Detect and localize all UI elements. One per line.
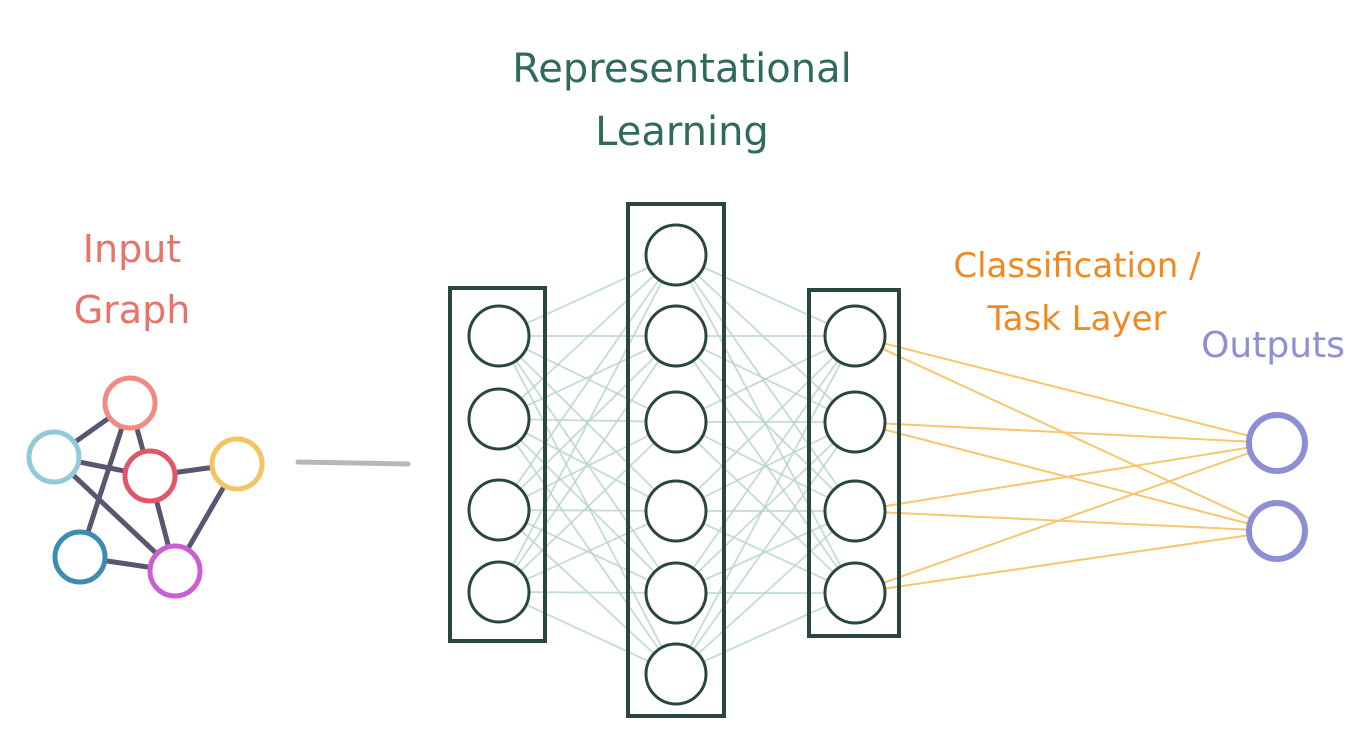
layer-3-neuron (823, 479, 887, 543)
layer-3-neuron (823, 561, 887, 625)
layer-3-box (807, 288, 901, 638)
hidden-connection (498, 254, 677, 593)
hidden-connection (675, 335, 856, 512)
layer-2-neuron (644, 223, 708, 287)
output-nodes (1246, 412, 1308, 562)
layer-1-box (448, 286, 547, 643)
layer-2-neuron (644, 304, 708, 368)
graph-node-right (209, 436, 265, 492)
input-graph-nodes (26, 375, 265, 599)
input-label-line-2: Graph (74, 288, 191, 332)
hidden-connection (498, 421, 677, 593)
graph-node-center (122, 448, 178, 504)
layer-3-neuron (823, 304, 887, 368)
layer-2-neuron (644, 561, 708, 625)
hidden-connection (675, 335, 856, 594)
hidden-connection (675, 421, 856, 512)
hidden-connection (498, 254, 677, 511)
classification-label: Classification / Task Layer (953, 246, 1201, 339)
hidden-connection (498, 335, 677, 593)
layer-1-neuron (467, 387, 531, 451)
task-connections (854, 335, 1278, 594)
hidden-connection (498, 510, 677, 593)
layer-1-neuron (467, 560, 531, 624)
hidden-connection (675, 421, 856, 675)
layer-3-neuron (823, 390, 887, 454)
hidden-connection (675, 335, 856, 423)
hidden-connection (675, 510, 856, 675)
task-connection (854, 442, 1278, 594)
hidden-connection (498, 591, 677, 675)
task-connection (854, 421, 1278, 444)
hidden-connection (675, 421, 856, 594)
task-connection (854, 510, 1278, 532)
graph-node-top (102, 375, 158, 431)
graph-node-left (26, 429, 82, 485)
representational-label-line-1: Representational (512, 46, 851, 92)
input-label-line-1: Input (83, 227, 181, 271)
layer-2-box (626, 202, 726, 718)
layer-1-neuron (467, 478, 531, 542)
layer-boxes (448, 202, 901, 718)
hidden-connection (675, 592, 856, 675)
representational-label-line-2: Learning (595, 109, 769, 155)
classification-label-line-1: Classification / (953, 246, 1201, 286)
graph-edge (51, 454, 178, 574)
hidden-connection (498, 421, 677, 511)
classification-label-line-2: Task Layer (987, 299, 1167, 339)
hidden-connection (498, 335, 677, 423)
layer-1-neuron (467, 304, 531, 368)
hidden-connection (675, 510, 856, 594)
hidden-connection (675, 335, 856, 675)
task-connection (854, 442, 1278, 512)
task-connection (854, 335, 1278, 444)
hidden-connection (675, 254, 856, 512)
output-node (1246, 500, 1308, 562)
hidden-connection (498, 254, 677, 337)
representational-learning-label: Representational Learning (512, 46, 851, 155)
outputs-label: Outputs (1201, 325, 1345, 366)
layer-2-neuron (644, 642, 708, 706)
neurons (467, 223, 887, 706)
hidden-connection (675, 254, 856, 337)
graph-node-bottom-right (147, 543, 203, 599)
input-graph-label: Input Graph (74, 227, 191, 332)
graph-node-bottom-left (52, 529, 108, 585)
task-connection (854, 530, 1278, 594)
layer-2-neuron (644, 479, 708, 543)
hidden-connection (498, 254, 677, 420)
connector-line (295, 459, 411, 467)
output-node (1246, 412, 1308, 474)
hidden-connection (498, 335, 677, 420)
layer-2-neuron (644, 390, 708, 454)
hidden-connection (498, 418, 677, 675)
